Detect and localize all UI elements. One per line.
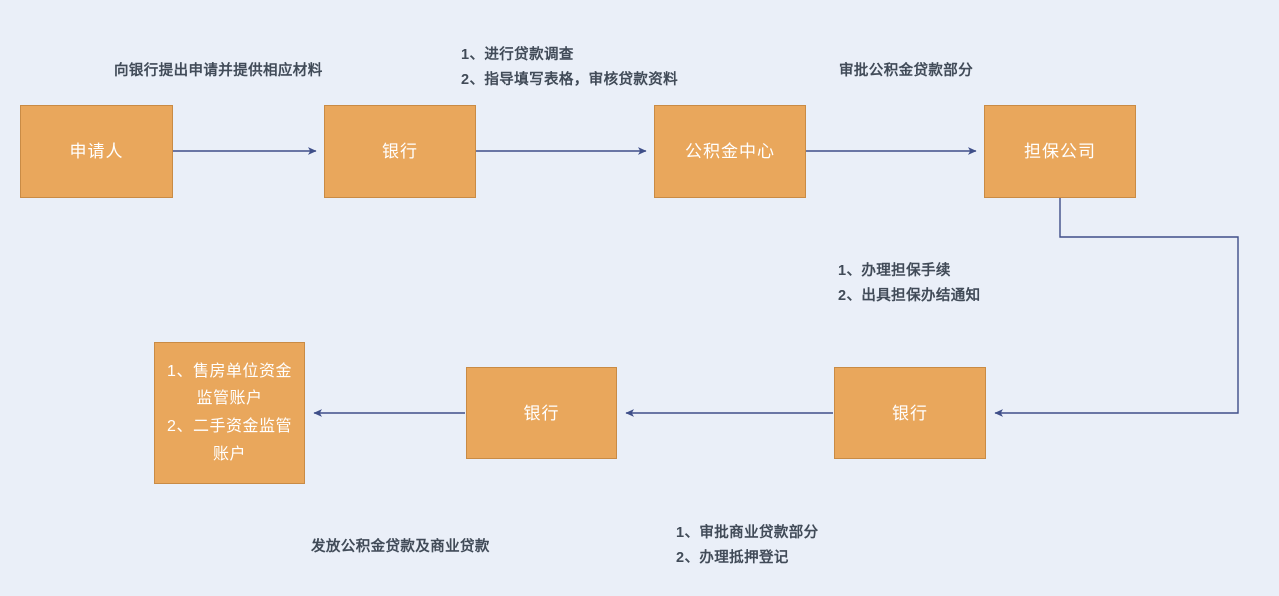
node-fund-center-label: 公积金中心 (685, 142, 775, 161)
node-escrow-accounts[interactable]: 1、售房单位资金监管账户 2、二手资金监管账户 (154, 342, 305, 484)
node-bank-bottom-mid[interactable]: 银行 (466, 367, 617, 459)
node-applicant[interactable]: 申请人 (20, 105, 173, 198)
node-guarantee-company-label: 担保公司 (1024, 142, 1096, 161)
node-fund-center[interactable]: 公积金中心 (654, 105, 806, 198)
caption-disburse: 发放公积金贷款及商业贷款 (311, 539, 490, 555)
node-bank-top[interactable]: 银行 (324, 105, 476, 198)
caption-survey: 1、进行贷款调查 2、指导填写表格，审核贷款资料 (461, 47, 679, 89)
caption-apply: 向银行提出申请并提供相应材料 (114, 63, 323, 79)
node-guarantee-company[interactable]: 担保公司 (984, 105, 1136, 198)
node-escrow-accounts-label: 1、售房单位资金监管账户 2、二手资金监管账户 (167, 362, 292, 463)
node-bank-bottom-right-label: 银行 (892, 403, 928, 423)
node-applicant-label: 申请人 (69, 142, 124, 161)
edge-guarantee-to-bank-bottom-right (994, 198, 1239, 417)
caption-guarantee: 1、办理担保手续 2、出具担保办结通知 (838, 263, 981, 305)
node-bank-bottom-right[interactable]: 银行 (834, 367, 986, 459)
node-bank-bottom-mid-label: 银行 (523, 403, 560, 423)
node-bank-top-label: 银行 (382, 142, 418, 161)
caption-fund-audit: 审批公积金贷款部分 (839, 63, 974, 79)
caption-commercial: 1、审批商业贷款部分 2、办理抵押登记 (676, 525, 819, 567)
